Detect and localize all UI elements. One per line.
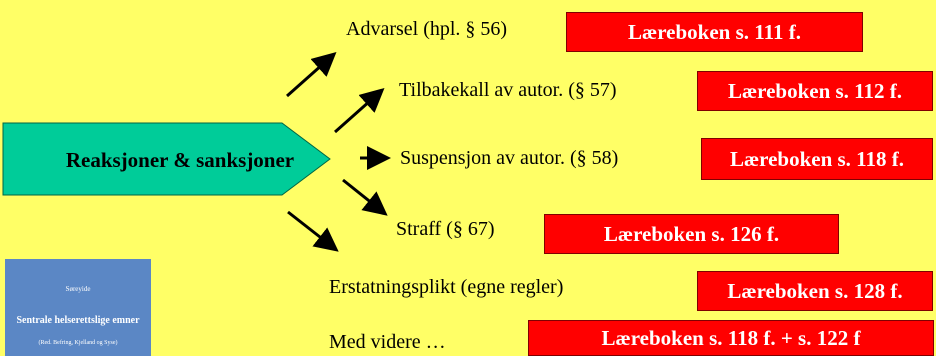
book-title: Sentrale helserettslige emner [16, 315, 140, 326]
ref-suspensjon: Læreboken s. 118 f. [701, 138, 933, 180]
ref-erstatningsplikt: Læreboken s. 128 f. [697, 271, 933, 311]
book-author: Søreyide [65, 285, 91, 293]
ref-advarsel: Læreboken s. 111 f. [566, 12, 863, 52]
book-editors: (Red. Befring, Kjelland og Syse) [38, 340, 118, 346]
arrow-tilbakekall [334, 88, 385, 134]
arrow-advarsel [286, 52, 337, 98]
center-label: Reaksjoner & sanksjoner [65, 147, 295, 172]
arrow-straff [342, 178, 388, 216]
item-tilbakekall: Tilbakekall av autor. (§ 57) [399, 79, 617, 101]
ref-med-videre: Læreboken s. 118 f. + s. 122 f [528, 320, 934, 356]
item-erstatningsplikt: Erstatningsplikt (egne regler) [329, 276, 564, 298]
item-straff: Straff (§ 67) [396, 218, 495, 240]
textbook-cover-image: Søreyide Sentrale helserettslige emner (… [5, 259, 151, 356]
item-suspensjon: Suspensjon av autor. (§ 58) [400, 147, 619, 169]
arrow-erstatning [287, 210, 339, 252]
ref-tilbakekall: Læreboken s. 112 f. [697, 71, 933, 111]
center-hexagon [2, 122, 331, 196]
item-med-videre: Med videre … [329, 331, 446, 353]
ref-straff: Læreboken s. 126 f. [544, 214, 839, 254]
item-advarsel: Advarsel (hpl. § 56) [346, 18, 508, 40]
